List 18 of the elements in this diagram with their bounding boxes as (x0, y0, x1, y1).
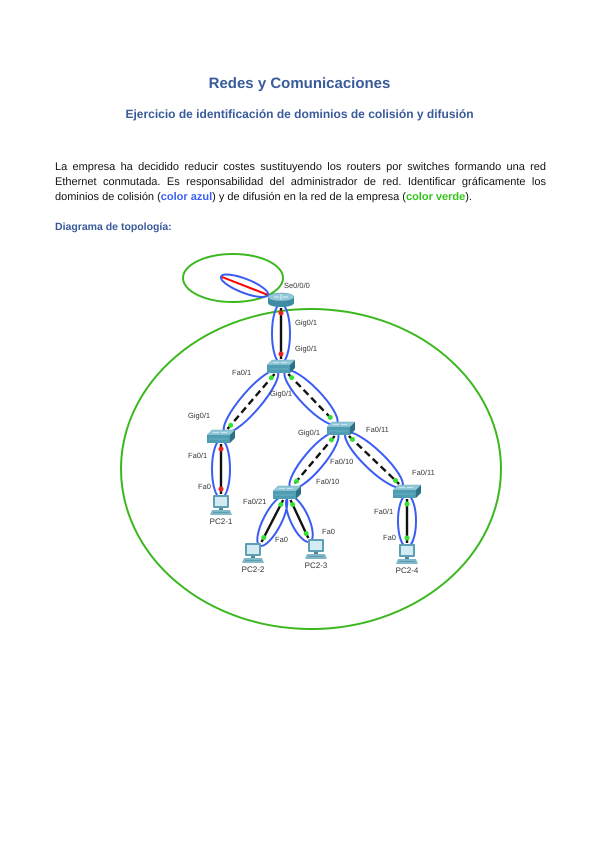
intro-paragraph: La empresa ha decidido reducir costes sustituyendo los routers por switches formando una red Ethernet conmutada. Es responsabilidad del administrador de red. Identificar gráficamente los dominios de colisión (color azul) y de difusión en la red de la empresa (color verde). (55, 160, 546, 205)
device-name: PC2-4 (396, 566, 418, 576)
device-name: PC2-2 (242, 565, 264, 575)
device-name: PC2-1 (210, 517, 232, 527)
subtitle: Ejercicio de identificación de dominios de colisión y difusión (125, 106, 474, 122)
switch-icon (272, 485, 302, 500)
network-cable (218, 444, 224, 494)
section-heading: Diagrama de topología: (55, 220, 172, 234)
switch-icon (206, 429, 236, 444)
network-cable (289, 500, 310, 538)
switch-icon (392, 484, 422, 499)
network-cable (404, 499, 410, 543)
device-name: PC2-3 (304, 561, 328, 571)
router-icon (267, 292, 295, 308)
network-cable (278, 308, 284, 359)
switch-icon (326, 421, 356, 436)
switch-icon (266, 359, 296, 374)
page-title: Redes y Comunicaciones (208, 74, 390, 94)
